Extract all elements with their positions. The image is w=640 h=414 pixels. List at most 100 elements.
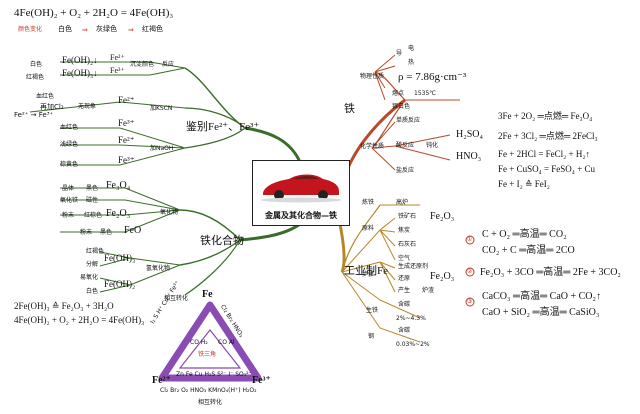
lu-ion-fe2: Fe²⁺ xyxy=(110,53,125,62)
rl-circle-2: ② xyxy=(467,268,473,275)
rl-circle-3: ③ xyxy=(467,298,473,305)
rl-steel-pct: 0.03%~2% xyxy=(396,341,430,348)
rl-raw: 原料 xyxy=(362,225,375,232)
ru-mp-value: 1535℃ xyxy=(414,90,437,97)
ll-ox4-p2: 黑色 xyxy=(100,229,113,236)
ru-electric: 电 xyxy=(408,45,415,52)
ll-ox4-formula: FeO xyxy=(124,225,142,236)
ll-convert-label: 相互转化 xyxy=(164,295,189,302)
ru-eq-2: 2Fe + 3Cl₂ ═点燃═ 2FeCl₃ xyxy=(498,131,598,141)
arrow-2: ⇒ xyxy=(128,26,134,34)
rl-steel-c: 含碳 xyxy=(398,327,411,334)
ll-ox1-formula: Fe₃O₄ xyxy=(106,180,131,191)
ll-oxid-eq: 4Fe(OH)₂ + O₂ + 2H₂O = 4Fe(OH)₃ xyxy=(14,315,145,325)
ll-hydroxide-label: 氢氧化物 xyxy=(146,265,171,272)
ru-chemical: 化学性质 xyxy=(360,143,385,150)
rl-steps: 步骤 xyxy=(362,271,375,278)
ll-decomp-eq: 2Fe(OH)₃ ≙ Fe₂O₃ + 3H₂O xyxy=(14,301,114,311)
center-title: 金属及其化合物—铁 xyxy=(265,211,337,220)
ru-chem-passive: 钝化 xyxy=(426,142,439,149)
ll-ox2-p2: 磁性 xyxy=(86,197,99,204)
ru-acid-hno3: HNO₃ xyxy=(456,151,482,162)
ru-silver: 银白色 xyxy=(392,103,411,110)
tri-inner-bottom: Zn Fe Cu H₂S S²⁻ I⁻ SO₃²⁻ xyxy=(176,371,252,378)
rl-step-reducer: 生成还原剂 xyxy=(398,263,429,270)
ru-eq-3: Fe + 2HCl = FeCl₂ + H₂↑ xyxy=(498,149,591,159)
ru-density: ρ = 7.86g·cm⁻³ xyxy=(398,71,467,83)
tri-bottom-label: Cl₂ Br₂ O₂ HNO₃ KMnO₄(H⁺) H₂O₂ xyxy=(160,387,257,394)
ru-eq-1: 3Fe + 2O₂ ═点燃═ Fe₃O₄ xyxy=(498,111,593,121)
rl-step-reduce: 还原 xyxy=(398,275,411,282)
lu-naoh-label: 加NaOH xyxy=(150,145,174,152)
lu-brown-yellow: 棕黄色 xyxy=(60,161,79,168)
rl-pig-iron: 生铁 xyxy=(366,307,379,314)
ru-mp-label: 熔点 xyxy=(392,90,405,97)
ll-hydroxide-feoh3: Fe(OH)₃ xyxy=(104,253,136,263)
ru-physical: 物理性质 xyxy=(360,73,385,80)
tri-convert: 相互转化 xyxy=(198,399,223,406)
color-graygreen: 灰绿色 xyxy=(96,25,117,33)
lu-feoh3: Fe(OH)₃↓ xyxy=(62,68,98,78)
rl-step-formula: Fe₂O₃ xyxy=(430,271,455,282)
lu-light-green: 浅绿色 xyxy=(60,141,79,148)
rl-raw-formula: Fe₂O₃ xyxy=(430,211,455,222)
tri-title: 铁三角 xyxy=(198,351,217,358)
rl-circle-1: ① xyxy=(467,236,473,243)
ll-ox3-p2: 红棕色 xyxy=(84,212,103,219)
center-topic-card: 金属及其化合物—铁 xyxy=(252,160,350,226)
lu-ksc-label: 加KSCN xyxy=(150,105,173,112)
tri-left-fe2: Fe²⁺ xyxy=(152,375,171,386)
lu-identify: 鉴别Fe²⁺、Fe³⁺ xyxy=(186,121,260,133)
rl-step-produce: 产生 xyxy=(398,287,411,294)
lu-feoh2: Fe(OH)₂↓ xyxy=(62,55,98,65)
rl-raw-ore: 铁矿石 xyxy=(398,213,417,220)
ll-ox4-p1: 粉末 xyxy=(80,229,93,236)
lu-blood-red2: 血红色 xyxy=(60,124,79,131)
ru-iron: 铁 xyxy=(344,103,355,115)
lu-ion-fe3: Fe³⁺ xyxy=(110,66,125,75)
lu-branch-label-b: 反应 xyxy=(162,61,175,68)
rl-steel: 炼铁 xyxy=(362,199,375,206)
ru-heat: 热 xyxy=(408,59,415,66)
ll-hydroxide-feoh2: Fe(OH)₂ xyxy=(104,279,136,289)
lu-color-white: 白色 xyxy=(30,61,43,68)
rl-eq-4: CaCO₃ ═高温═ CaO + CO₂↑ xyxy=(482,291,602,302)
ru-chem-salt: 盐反应 xyxy=(396,167,415,174)
rl-industry: 工业制Fe xyxy=(344,265,388,277)
ll-note-oxidize: 易氧化 xyxy=(80,274,99,281)
rl-steel-label: 钢 xyxy=(368,333,375,340)
tri-inner-left: CO H₂ xyxy=(190,339,208,346)
rl-eq-1: C + O₂ ═高温═ CO₂ xyxy=(482,229,567,240)
ru-eq-5: Fe + I₂ ≙ FeI₂ xyxy=(498,179,550,189)
car-illustration xyxy=(261,174,341,203)
top-reaction: 4Fe(OH)₂ + O₂ + 2H₂O = 4Fe(OH)₃ xyxy=(14,7,174,19)
tri-right-fe3: Fe³⁺ xyxy=(252,375,271,386)
lu-colorless: 无现象 xyxy=(78,103,97,110)
color-change-label: 颜色变化 xyxy=(18,26,43,33)
ll-ox3-formula: Fe₂O₃ xyxy=(106,208,131,219)
ll-ox3-p1: 粉末 xyxy=(62,212,75,219)
lu-fe3-node: Fe³⁺ xyxy=(118,118,135,128)
tri-apex-fe: Fe xyxy=(202,289,213,300)
lu-fe-convert: Fe²⁺ → Fe³⁺ xyxy=(14,111,54,119)
ll-note-white: 白色 xyxy=(86,288,99,295)
rl-eq-2: CO₂ + C ═高温═ 2CO xyxy=(482,245,575,256)
rl-raw-coke: 焦炭 xyxy=(398,227,411,234)
color-white: 白色 xyxy=(58,25,72,33)
rl-pig-c: 含碳 xyxy=(398,301,411,308)
ll-oxides-label: 氧化物 xyxy=(160,209,179,216)
arrow-1: ⇒ xyxy=(82,26,88,34)
ll-ox1-p2: 黑色 xyxy=(86,185,99,192)
rl-blast: 高炉 xyxy=(396,199,409,206)
ru-eq-4: Fe + CuSO₄ = FeSO₄ + Cu xyxy=(498,164,596,174)
rl-eq-3: Fe₂O₃ + 3CO ═高温═ 2Fe + 3CO₂ xyxy=(480,267,621,278)
ll-note-decompose: 分解 xyxy=(86,261,99,268)
color-redbrown: 红褐色 xyxy=(142,25,163,33)
lu-fe2-node2: Fe²⁺ xyxy=(118,135,135,145)
lu-fe3-node2: Fe³⁺ xyxy=(118,155,135,165)
tri-inner-right: CO Al xyxy=(218,339,235,346)
rl-pig-pct: 2%~4.3% xyxy=(396,315,426,322)
rl-step-slag: 炉渣 xyxy=(422,287,435,294)
ll-iron-compounds: 铁化合物 xyxy=(200,235,244,247)
